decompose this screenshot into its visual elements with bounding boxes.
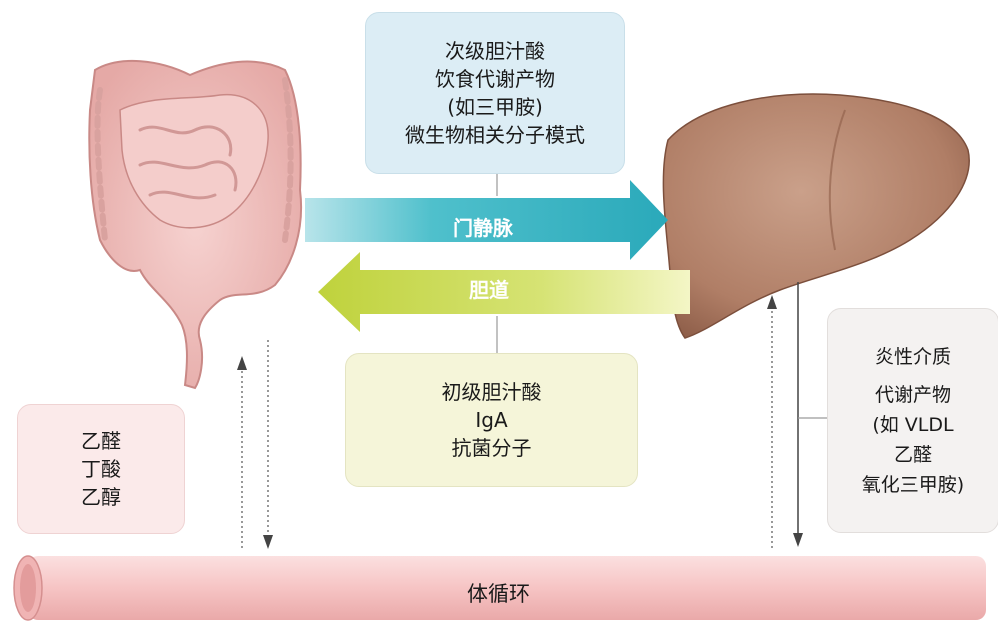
liver-circulation-arrows — [767, 282, 827, 548]
right-line-3: (如 VLDL — [872, 410, 953, 440]
portal-vein-label: 门静脉 — [453, 212, 513, 241]
left-line-2: 丁酸 — [81, 455, 121, 483]
right-line-2: 代谢产物 — [875, 380, 951, 410]
bile-products-box: 初级胆汁酸 IgA 抗菌分子 — [345, 353, 638, 487]
left-line-1: 乙醛 — [81, 427, 121, 455]
top-line-3: (如三甲胺) — [447, 93, 543, 121]
right-line-5: 氧化三甲胺) — [862, 470, 964, 500]
right-line-4: 乙醛 — [894, 440, 932, 470]
gut-metabolites-box: 乙醛 丁酸 乙醇 — [17, 404, 185, 534]
liver-mediators-box: 炎性介质 代谢产物 (如 VLDL 乙醛 氧化三甲胺) — [827, 308, 998, 533]
mid-line-1: 初级胆汁酸 — [442, 378, 542, 406]
intestine-illustration — [89, 61, 301, 388]
top-line-2: 饮食代谢产物 — [435, 65, 555, 93]
microbial-products-box: 次级胆汁酸 饮食代谢产物 (如三甲胺) 微生物相关分子模式 — [365, 12, 625, 174]
top-line-4: 微生物相关分子模式 — [405, 121, 585, 149]
left-line-3: 乙醇 — [81, 483, 121, 511]
right-line-1: 炎性介质 — [875, 342, 951, 372]
liver-illustration — [663, 94, 969, 338]
mid-line-2: IgA — [475, 406, 507, 434]
top-line-1: 次级胆汁酸 — [445, 37, 545, 65]
gut-circulation-arrows — [237, 340, 273, 549]
bile-duct-label: 胆道 — [469, 274, 509, 303]
mid-line-3: 抗菌分子 — [452, 434, 532, 462]
systemic-circulation-label: 体循环 — [467, 578, 530, 608]
